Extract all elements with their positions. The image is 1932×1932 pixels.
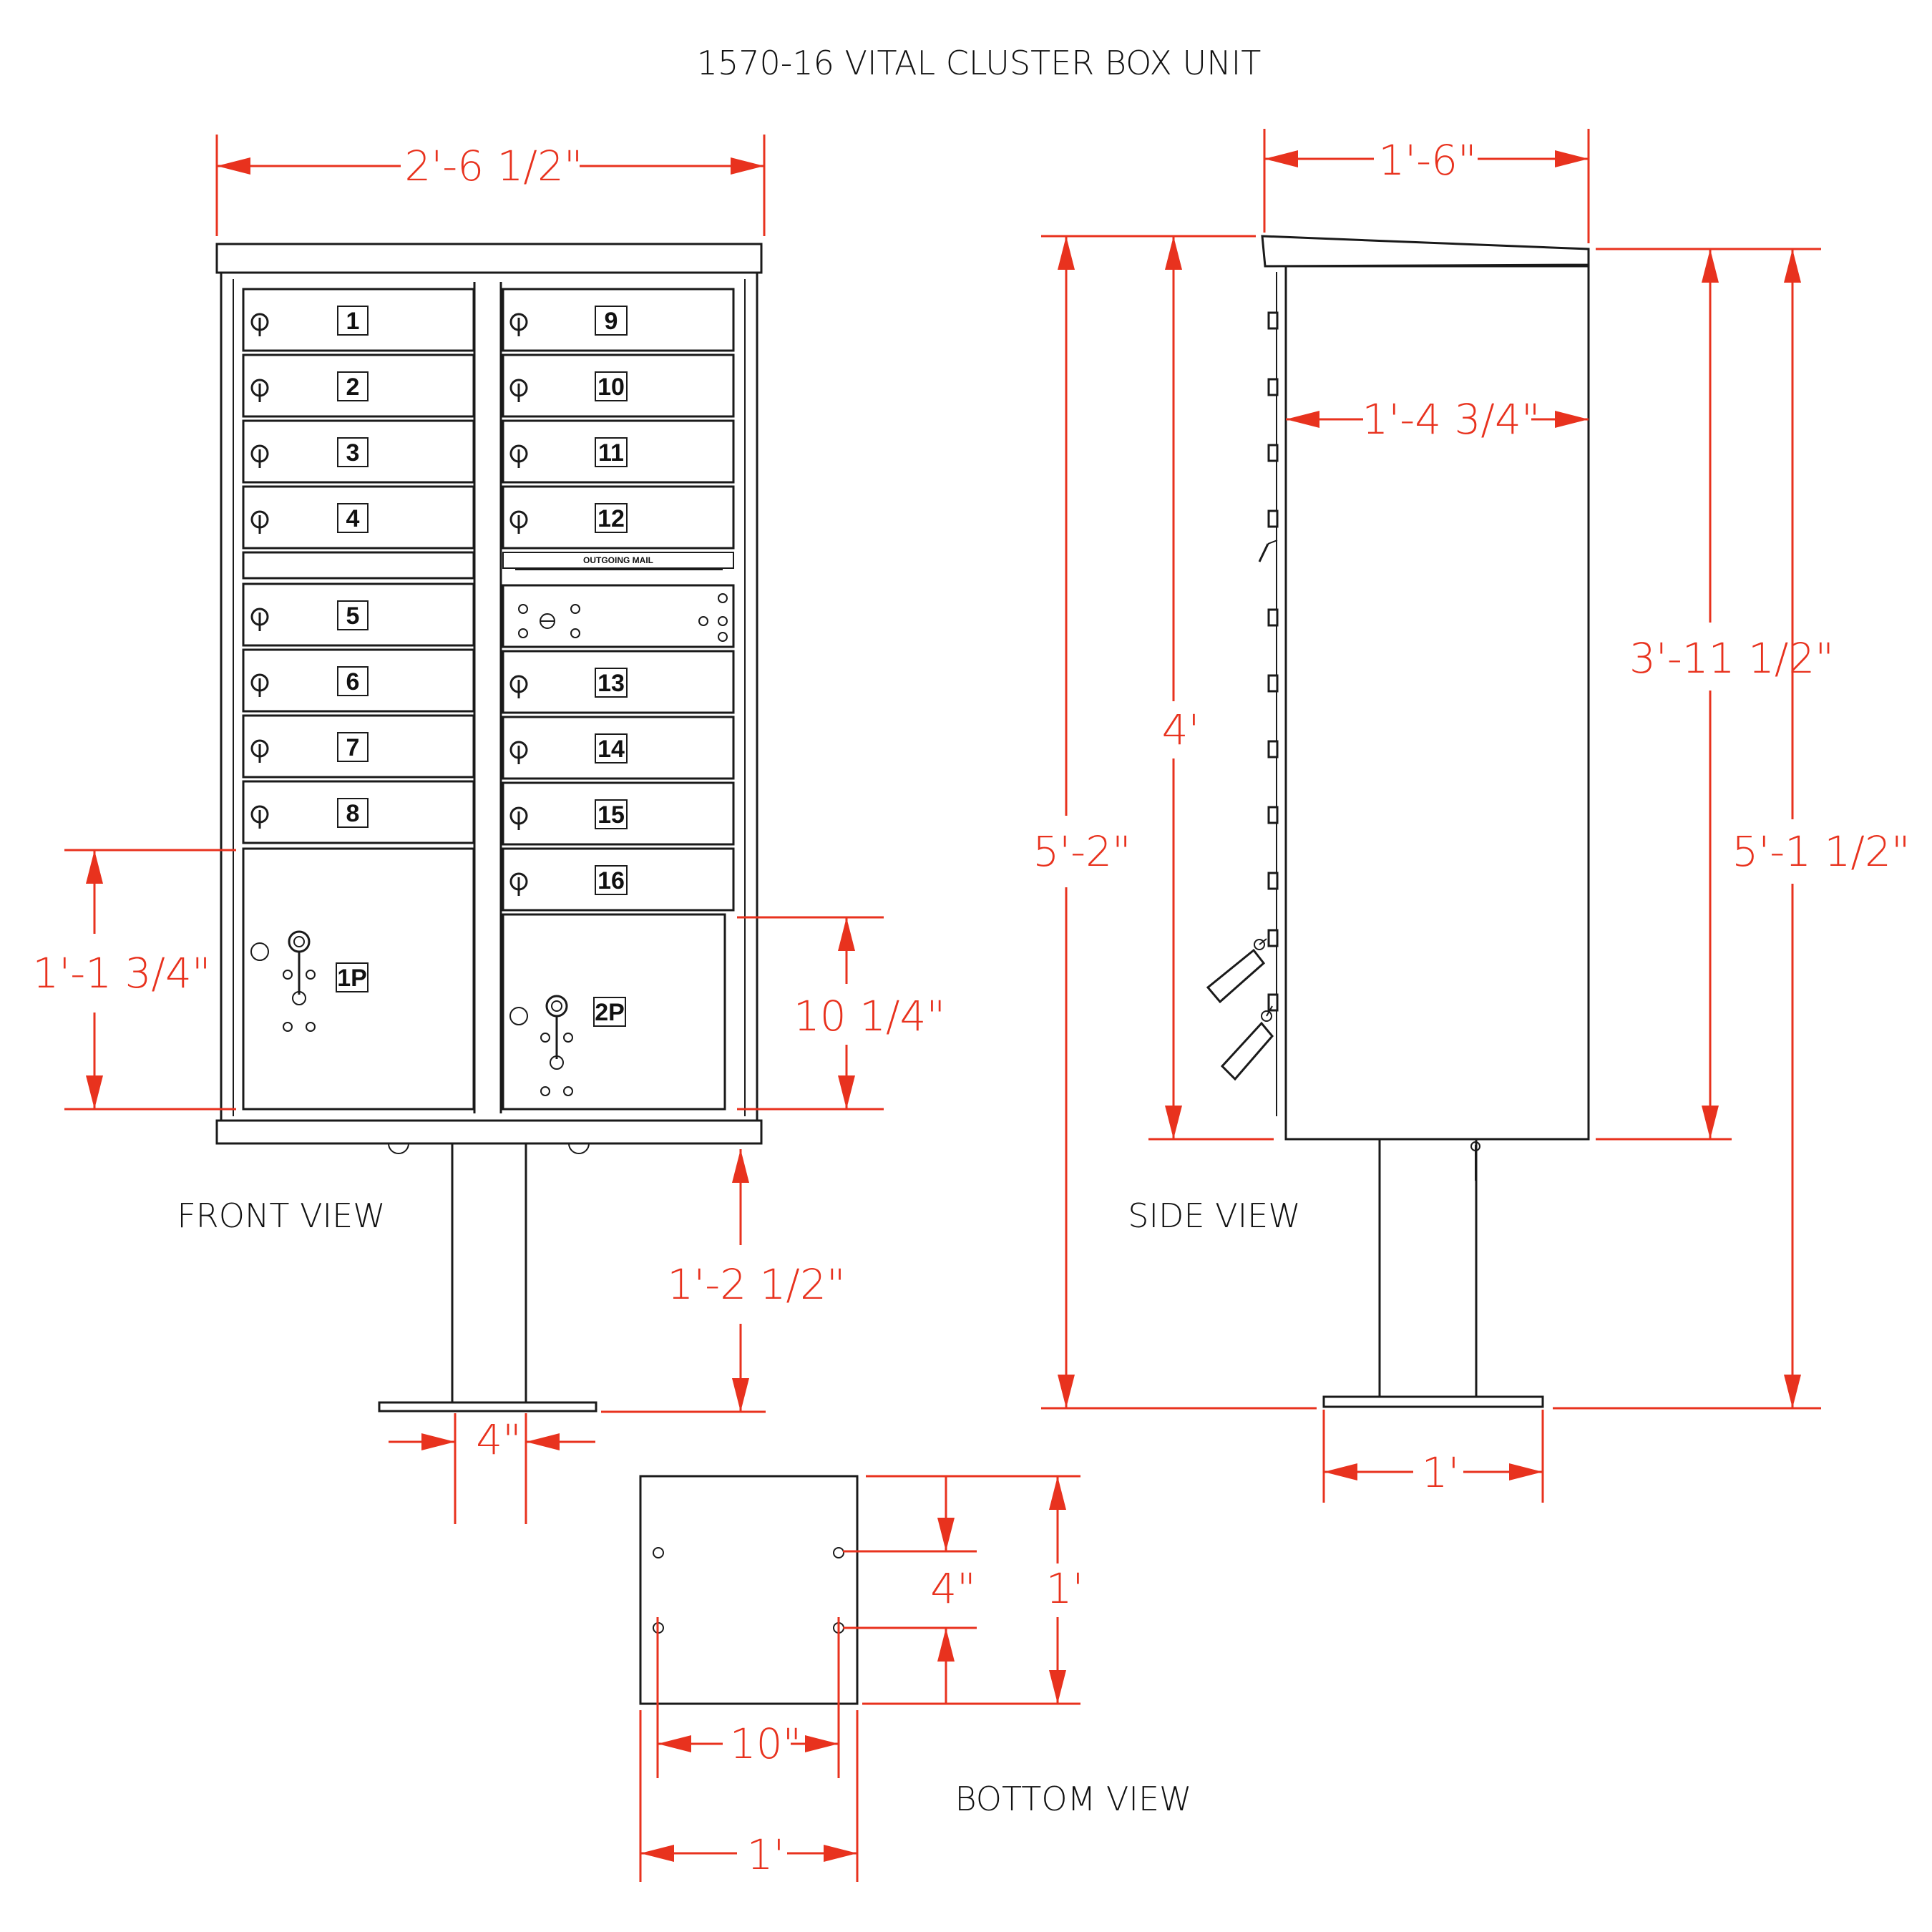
- lock-icon: [250, 739, 269, 764]
- door-number: 16: [597, 867, 625, 894]
- front-foot-plate: [378, 1401, 597, 1413]
- parcel-door-1p: [242, 847, 475, 1111]
- door-number: 5: [346, 602, 360, 630]
- door-10: [502, 353, 735, 418]
- door-number: 2: [346, 374, 360, 401]
- dim-bottom-depth: 1': [1046, 1564, 1084, 1613]
- outgoing-mail-slot: [502, 552, 734, 569]
- door-number: 11: [598, 439, 624, 467]
- parcel-number: 2P: [595, 999, 625, 1026]
- side-foot-plate: [1322, 1395, 1544, 1408]
- lock-icon: [250, 805, 269, 830]
- door-number: 8: [346, 800, 360, 827]
- front-base: [215, 1119, 763, 1145]
- lock-icon: [509, 444, 528, 469]
- lock-icon: [250, 379, 269, 404]
- dimensions: 2'-6 1/2" 1'-1 3/4" 10 1/4" 1'-2 1/2" 4": [32, 129, 1911, 1882]
- outgoing-mail-label: OUTGOING MAIL: [583, 555, 653, 565]
- lock-icon: [250, 444, 269, 469]
- left-doors-top: [242, 288, 475, 1111]
- bottom-view-label: BOTTOM VIEW: [955, 1780, 1191, 1818]
- lock-icon: [509, 872, 528, 897]
- door-number: 15: [597, 801, 625, 829]
- bolt-hole: [833, 1547, 844, 1558]
- door-number: 1: [346, 308, 360, 335]
- drawing-title: 1570-16 VITAL CLUSTER BOX UNIT: [697, 44, 1262, 82]
- door-4: [242, 485, 475, 550]
- door-7: [242, 714, 475, 779]
- bolt-hole: [653, 1547, 664, 1558]
- dim-body-height: 3'-11 1/2": [1629, 634, 1834, 683]
- lock-icon: [250, 510, 269, 535]
- dim-pedestal-height: 1'-2 1/2": [667, 1260, 845, 1309]
- door-14: [502, 716, 735, 780]
- front-view-label: FRONT VIEW: [177, 1196, 385, 1235]
- left-filler-panel: [242, 551, 475, 580]
- dim-parcel-1-height: 1'-1 3/4": [32, 949, 210, 997]
- front-view: OUTGOING MAIL: [177, 243, 763, 1413]
- door-13: [502, 650, 735, 714]
- parcel-1p-hardware: [250, 930, 316, 1032]
- dim-bottom-bolt-spacing-h: 10": [730, 1719, 801, 1768]
- lock-icon: [509, 675, 528, 700]
- door-16: [502, 847, 735, 912]
- parcel-door-2p: [502, 913, 726, 1111]
- dim-overall-height-back: 5'-1 1/2": [1732, 827, 1910, 876]
- lock-icon: [509, 510, 528, 535]
- dim-side-top-depth: 1'-6": [1378, 136, 1476, 185]
- door-number: 9: [605, 308, 618, 335]
- bottom-view: BOTTOM VIEW: [639, 1475, 1192, 1818]
- side-view-label: SIDE VIEW: [1128, 1196, 1300, 1235]
- outgoing-mail-door: [502, 584, 735, 648]
- door-number: 4: [346, 505, 360, 532]
- side-roof: [1261, 235, 1590, 268]
- dim-overall-height-front: 5'-2": [1033, 827, 1131, 876]
- lock-icon: [509, 806, 528, 831]
- door-15: [502, 781, 735, 846]
- dim-side-body-depth: 1'-4 3/4": [1362, 395, 1540, 444]
- lock-icon: [509, 379, 528, 404]
- door-number: 12: [597, 505, 625, 532]
- dim-bottom-width: 1': [747, 1830, 785, 1879]
- front-cabinet: [220, 271, 758, 1122]
- side-pedestal: [1378, 1138, 1478, 1398]
- door-5: [242, 582, 475, 647]
- dim-side-base-width: 1': [1422, 1448, 1460, 1497]
- door-6: [242, 648, 475, 713]
- door-number: 10: [597, 374, 625, 401]
- lock-icon: [509, 741, 528, 766]
- door-2: [242, 353, 475, 418]
- door-11: [502, 419, 735, 484]
- front-pedestal: [451, 1142, 527, 1404]
- dim-cabinet-height: 4': [1162, 706, 1200, 754]
- door-number: 3: [346, 439, 360, 467]
- door-number: 13: [597, 670, 625, 697]
- dim-pedestal-width: 4": [476, 1415, 522, 1464]
- door-number: 6: [346, 668, 360, 696]
- door-1: [242, 288, 475, 352]
- side-view: SIDE VIEW: [1128, 235, 1590, 1408]
- outgoing-door-hardware: [518, 593, 728, 642]
- door-8: [242, 780, 475, 844]
- lock-icon: [250, 313, 269, 338]
- lock-icon: [509, 313, 528, 338]
- lock-icon: [250, 608, 269, 633]
- door-9: [502, 288, 735, 352]
- front-roof-cap: [215, 243, 763, 274]
- door-number: 14: [597, 736, 625, 763]
- parcel-2p-hardware: [509, 995, 573, 1096]
- dim-parcel-2-height: 10 1/4": [794, 992, 945, 1040]
- door-12: [502, 485, 735, 550]
- lock-icon: [250, 673, 269, 698]
- side-hinges: [1258, 311, 1279, 1012]
- right-doors: OUTGOING MAIL: [502, 288, 735, 1111]
- bottom-plate: [639, 1475, 859, 1705]
- door-number: 7: [346, 734, 360, 761]
- dim-front-width: 2'-6 1/2": [404, 142, 582, 190]
- key-tags: [1206, 938, 1274, 1081]
- dim-bottom-bolt-spacing-v: 4": [930, 1564, 976, 1613]
- door-3: [242, 419, 475, 484]
- parcel-number: 1P: [337, 965, 367, 992]
